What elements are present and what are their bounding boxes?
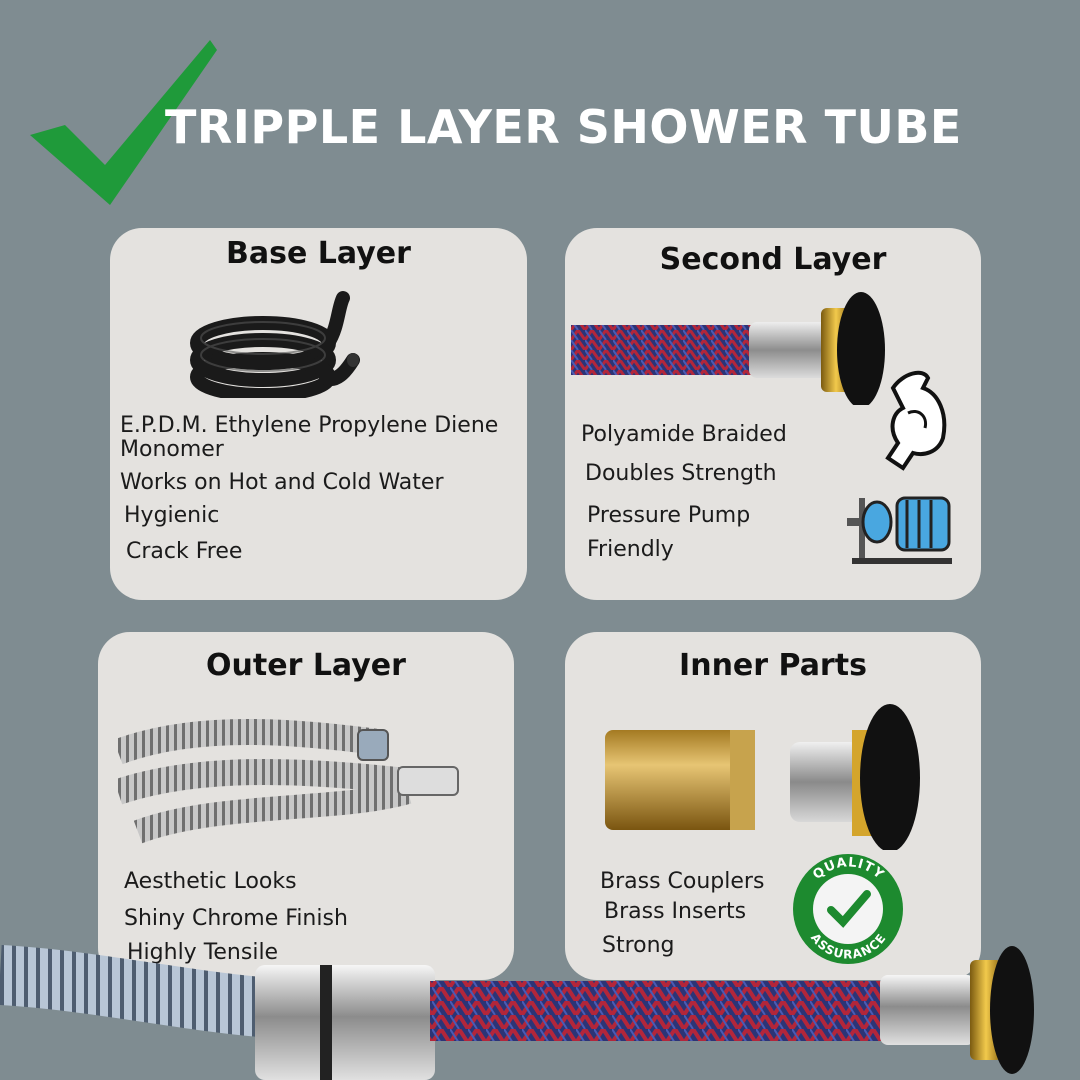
chrome-nut-with-washer-image xyxy=(790,700,925,850)
second-feature-1: Polyamide Braided xyxy=(581,422,787,447)
second-feature-2: Doubles Strength xyxy=(585,461,777,486)
page-title: TRIPPLE LAYER SHOWER TUBE xyxy=(165,100,962,154)
base-layer-card: Base Layer E.P.D.M. Ethylene Propylene D… xyxy=(110,228,527,600)
outer-layer-title: Outer Layer xyxy=(206,648,406,683)
flexed-arm-icon xyxy=(883,368,963,478)
second-layer-card: Second Layer xyxy=(565,228,981,600)
outer-feature-1: Aesthetic Looks xyxy=(124,869,297,894)
second-feature-4: Friendly xyxy=(587,537,674,562)
inner-feature-3: Strong xyxy=(602,933,675,958)
outer-feature-2: Shiny Chrome Finish xyxy=(124,906,348,931)
green-checkmark-icon xyxy=(25,40,225,210)
second-layer-title: Second Layer xyxy=(659,242,887,277)
chrome-flexible-hose-image xyxy=(118,712,478,852)
pressure-pump-icon xyxy=(847,478,957,568)
brass-coupler-image xyxy=(605,728,755,832)
inner-feature-2: Brass Inserts xyxy=(604,899,747,924)
outer-feature-3: Highly Tensile xyxy=(127,940,279,965)
base-feature-5: Crack Free xyxy=(126,539,243,564)
inner-feature-1: Brass Couplers xyxy=(600,869,765,894)
bottom-shower-tube-image xyxy=(0,945,1080,1080)
inner-parts-title: Inner Parts xyxy=(679,648,867,683)
epdm-hose-coil-image xyxy=(188,288,368,398)
base-feature-2: Monomer xyxy=(120,437,224,462)
quality-assurance-badge: QUALITY ASSURANCE xyxy=(791,852,906,967)
second-feature-3: Pressure Pump xyxy=(587,503,751,528)
outer-layer-card: Outer Layer Aesthetic Looks Shiny Chrome… xyxy=(98,632,514,980)
base-layer-title: Base Layer xyxy=(226,236,411,271)
inner-parts-card: Inner Parts xyxy=(565,632,981,980)
braided-hose-with-brass-nut-image xyxy=(571,290,891,405)
base-feature-3: Works on Hot and Cold Water xyxy=(120,470,444,495)
base-feature-4: Hygienic xyxy=(124,503,220,528)
base-feature-1: E.P.D.M. Ethylene Propylene Diene xyxy=(120,413,499,438)
